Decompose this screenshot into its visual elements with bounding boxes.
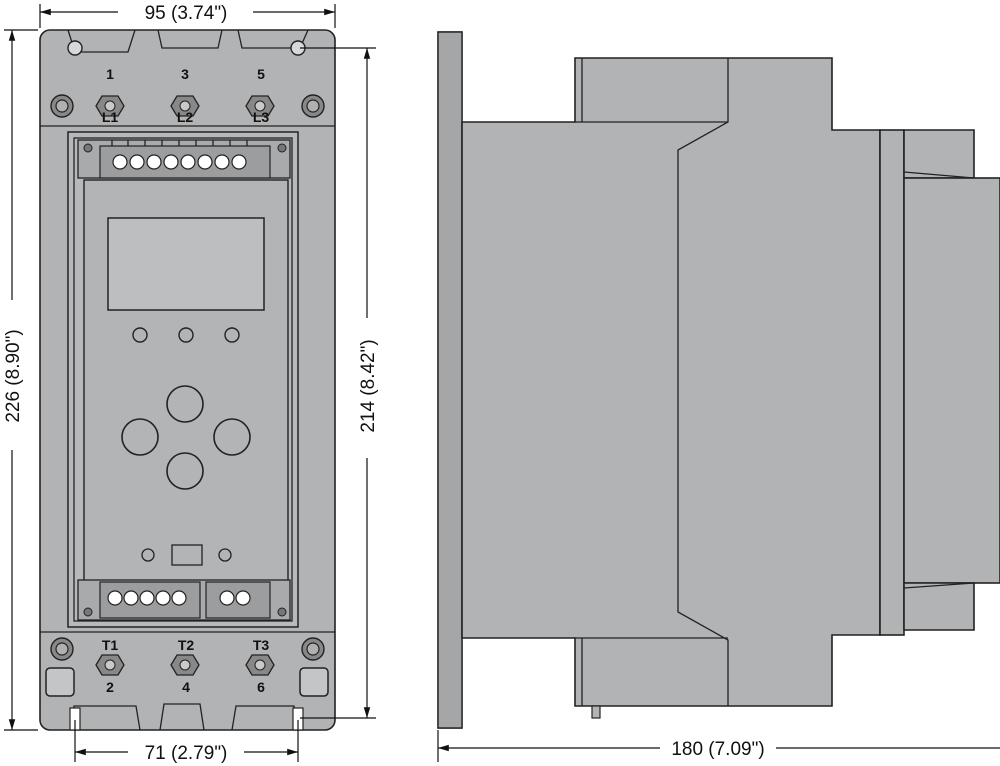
- side-view: [437, 31, 1000, 729]
- upper-control-terminal-block: [77, 139, 291, 179]
- lower-control-terminal-block: [77, 579, 291, 621]
- front-width-dimension: 95 (3.74"): [39, 3, 336, 28]
- mounting-height-dimension: 214 (8.42"): [300, 47, 379, 719]
- led-indicator-1: [132, 327, 148, 343]
- side-main-body: [461, 57, 881, 707]
- keypad-button-up: [166, 385, 204, 423]
- side-lower-terminal-block: [903, 582, 975, 631]
- load-terminal-screw-6: [245, 654, 275, 676]
- side-bottom-clip: [591, 705, 601, 719]
- led-indicator-3: [224, 327, 240, 343]
- load-terminal-number-6: 6: [257, 679, 265, 695]
- lcd-display: [107, 217, 265, 311]
- side-back-plate: [437, 31, 463, 729]
- mounting-width-label: 71 (2.79"): [145, 743, 228, 764]
- front-height-dimension: 226 (8.90"): [3, 29, 38, 731]
- keypad-button-down: [166, 452, 204, 490]
- line-terminal-label-3: L3: [253, 109, 270, 125]
- corner-screw-bottom-left: [50, 637, 74, 661]
- side-depth-label: 180 (7.09"): [671, 739, 764, 760]
- line-terminal-screw-3: [170, 95, 200, 117]
- corner-screw-bottom-right: [301, 637, 325, 661]
- load-terminal-label-2: T2: [178, 637, 195, 653]
- line-terminal-label-1: L1: [102, 109, 119, 125]
- line-terminal-number-5: 5: [257, 66, 265, 82]
- line-terminal-number-1: 1: [106, 66, 114, 82]
- side-upper-terminal-edge: [903, 171, 975, 179]
- status-led-right: [218, 548, 232, 562]
- load-terminal-number-4: 4: [182, 679, 190, 695]
- line-terminal-label-2: L2: [177, 109, 194, 125]
- side-body-contour: [677, 58, 729, 706]
- keypad-button-left: [121, 418, 159, 456]
- line-terminal-screw-5: [245, 95, 275, 117]
- top-vent-ribs: [67, 29, 309, 53]
- load-terminal-screw-2: [95, 654, 125, 676]
- led-indicator-2: [178, 327, 194, 343]
- front-face-inner-edge: [73, 137, 293, 622]
- line-terminal-number-3: 3: [181, 66, 189, 82]
- mounting-height-label: 214 (8.42"): [358, 339, 379, 432]
- status-led-left: [141, 548, 155, 562]
- front-view: 1 L1 3 L2 5 L3: [39, 29, 336, 731]
- corner-screw-top-left: [50, 94, 74, 118]
- front-height-label: 226 (8.90"): [3, 329, 24, 422]
- side-upper-terminal-block: [903, 129, 975, 179]
- mounting-width-dimension: 71 (2.79"): [74, 720, 299, 764]
- front-width-label: 95 (3.74"): [145, 3, 228, 24]
- side-lower-terminal-edge: [903, 582, 975, 589]
- load-terminal-label-1: T1: [102, 637, 119, 653]
- keypad-button-right: [213, 418, 251, 456]
- line-terminal-screw-1: [95, 95, 125, 117]
- corner-screw-top-right: [301, 94, 325, 118]
- side-keypad-cover: [903, 177, 1000, 584]
- ground-terminal-left: [45, 667, 75, 697]
- side-depth-dimension: 180 (7.09"): [437, 730, 1000, 762]
- mounting-hole-top-left: [67, 40, 83, 56]
- comm-port: [171, 544, 203, 566]
- side-step-lines: [575, 121, 728, 639]
- load-terminal-number-2: 2: [106, 679, 114, 695]
- ground-terminal-right: [299, 667, 329, 697]
- side-front-cover: [879, 129, 905, 636]
- load-terminal-screw-4: [170, 654, 200, 676]
- load-terminal-label-3: T3: [253, 637, 270, 653]
